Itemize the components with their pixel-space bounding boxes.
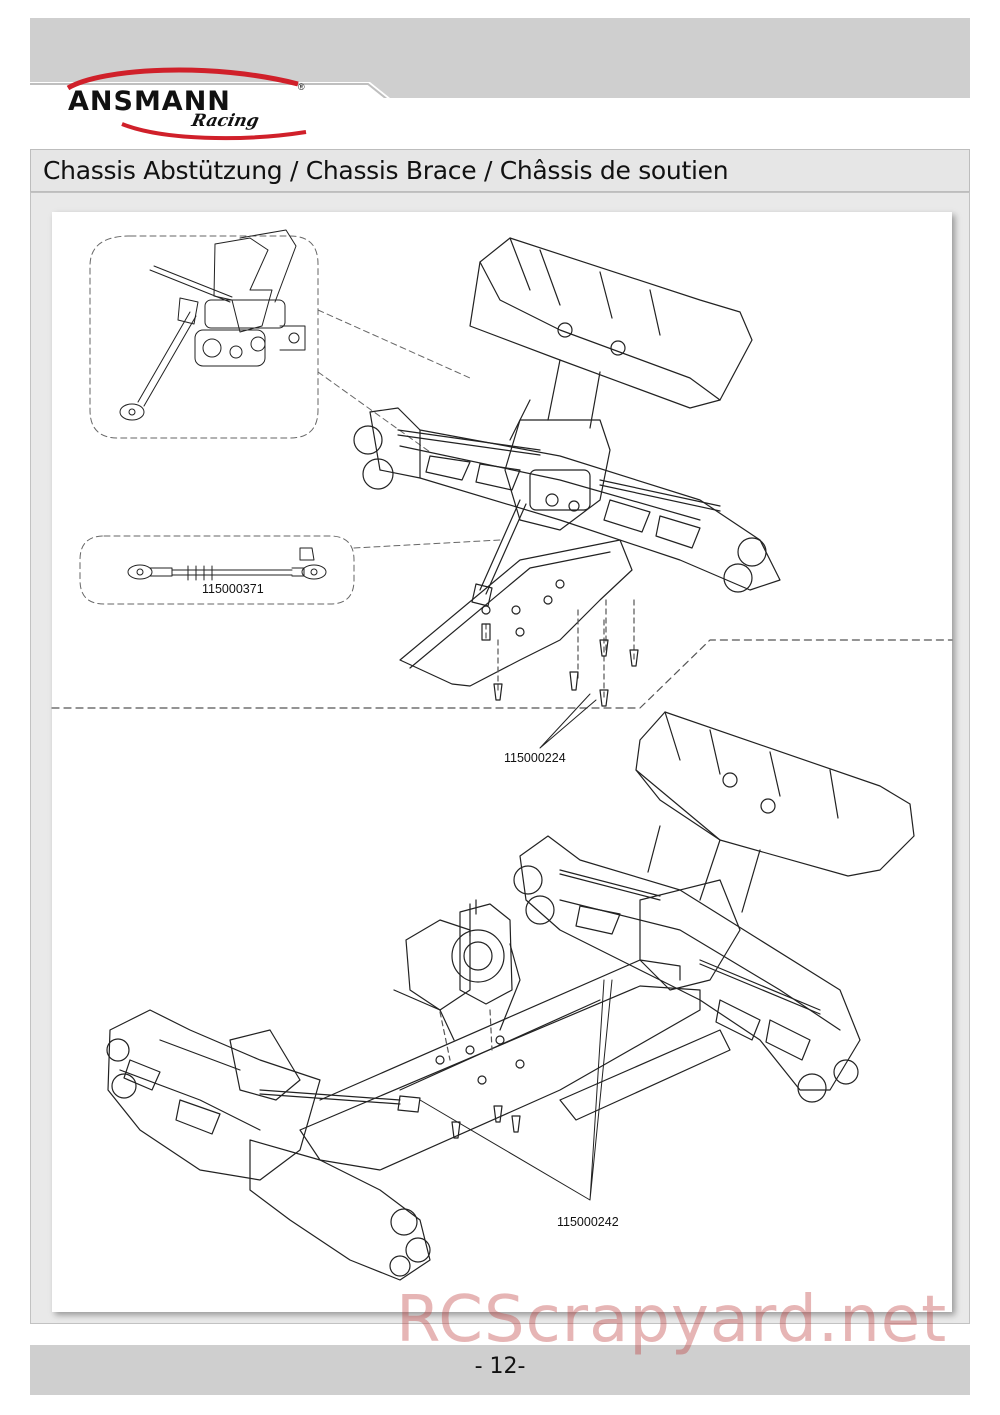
logo-swoosh [66,67,307,141]
part-number-115000371: 115000371 [202,582,264,596]
detail-callout-turnbuckle [79,535,501,605]
watermark: RCScrapyard.net [396,1283,948,1357]
diagram-panel [52,212,952,1312]
detail-callout-hub [89,229,471,453]
lower-rear-arms [513,835,861,1103]
lower-rear-wing [635,711,915,913]
section-title-bar: Chassis Abstützung / Chassis Brace / Châ… [30,149,970,192]
ansmann-racing-logo: ANSMANN Racing ® [62,66,312,146]
leader-115000242 [419,979,613,1201]
lower-center-diff [393,899,521,1061]
page-number: - 12- [474,1354,526,1379]
lower-front-end [106,1009,431,1281]
upper-chassis-plate [399,539,639,707]
part-number-115000242: 115000242 [557,1215,619,1229]
section-title: Chassis Abstützung / Chassis Brace / Châ… [43,156,729,185]
footer-band [30,1345,970,1395]
logo-wordmark: ANSMANN [68,86,231,117]
registered-mark: ® [298,82,305,92]
leader-115000224 [539,693,597,749]
upper-rear-arms [353,407,781,607]
step-divider [51,639,953,709]
upper-rear-wing [469,237,753,441]
part-number-115000224: 115000224 [504,751,566,765]
